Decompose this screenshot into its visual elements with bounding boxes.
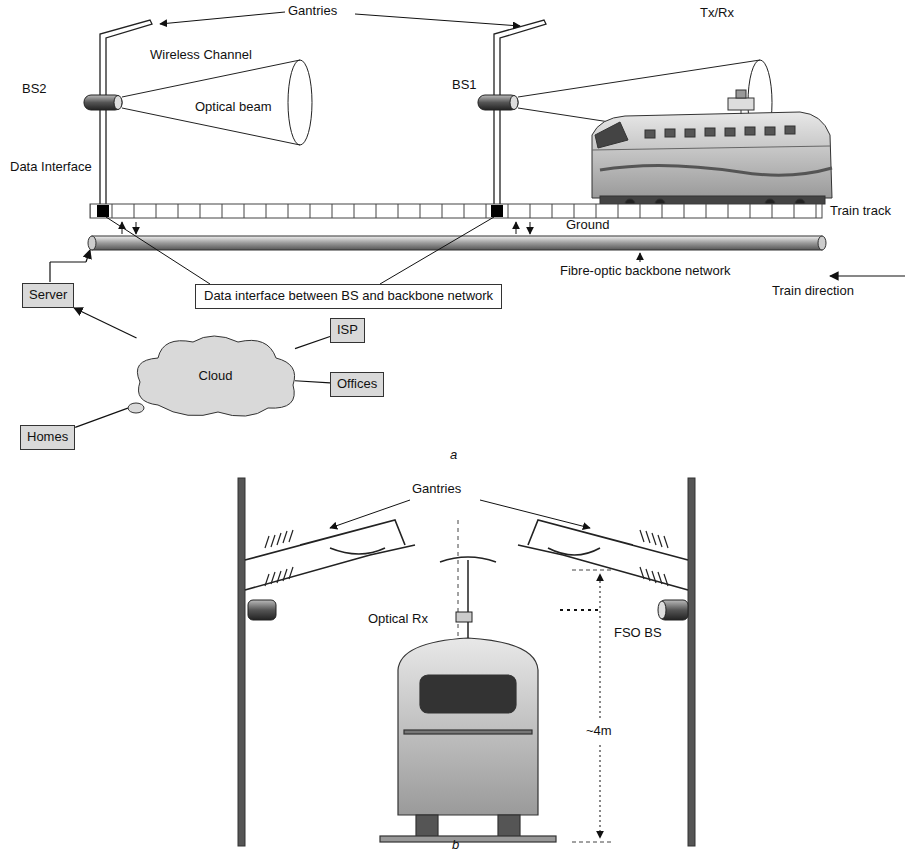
connector [74, 308, 136, 338]
node-text: Cloud [199, 369, 233, 384]
gantry-pole [100, 20, 546, 214]
data-interface [97, 205, 109, 217]
backbone-label: Fibre-optic backbone network [560, 264, 731, 279]
server-box: Server [22, 283, 74, 308]
node-text: Server [29, 288, 67, 303]
node-text: Data interface between BS and backbone n… [204, 289, 493, 304]
base-station [84, 95, 518, 110]
node-text: Offices [337, 377, 377, 392]
ground-label: Ground [566, 218, 609, 233]
connector [295, 337, 330, 349]
callout-box: Data interface between BS and backbone n… [195, 284, 502, 309]
transceiver [728, 90, 754, 114]
figure-label: b [452, 838, 459, 853]
gantry-arm [245, 520, 688, 590]
channel-label: Wireless Channel [150, 48, 252, 63]
isp-box: ISP [330, 318, 365, 343]
optical-beam [122, 60, 772, 145]
track-label: Train track [830, 204, 891, 219]
pantograph [440, 557, 496, 638]
base-station-label: BS1 [452, 78, 477, 93]
connector [295, 381, 330, 383]
train-track [90, 204, 822, 218]
train-front [380, 638, 556, 842]
fibre-backbone [88, 236, 826, 250]
homes-box: Homes [20, 425, 75, 450]
node-text: Homes [27, 430, 68, 445]
figure-label: a [450, 448, 457, 463]
cloud-shape: Cloud [128, 330, 303, 422]
device-label: Optical Rx [368, 612, 428, 627]
optical-receiver [456, 612, 472, 622]
leader-label: Gantries [288, 4, 337, 19]
connector [75, 405, 136, 427]
beam-label: Optical beam [195, 100, 272, 115]
direction-label: Train direction [772, 284, 854, 299]
base-station-label: FSO BS [614, 626, 662, 641]
gantry-frame [238, 478, 695, 846]
train [592, 112, 832, 209]
interface-label: Data Interface [10, 160, 92, 175]
data-interface [491, 205, 503, 217]
base-station-label: BS2 [22, 82, 47, 97]
device-label: Tx/Rx [700, 6, 734, 21]
dimension-label: ~4m [586, 724, 612, 739]
offices-box: Offices [330, 372, 384, 397]
insulator [265, 530, 668, 586]
node-text: ISP [337, 323, 358, 338]
leader-label: Gantries [412, 482, 461, 497]
